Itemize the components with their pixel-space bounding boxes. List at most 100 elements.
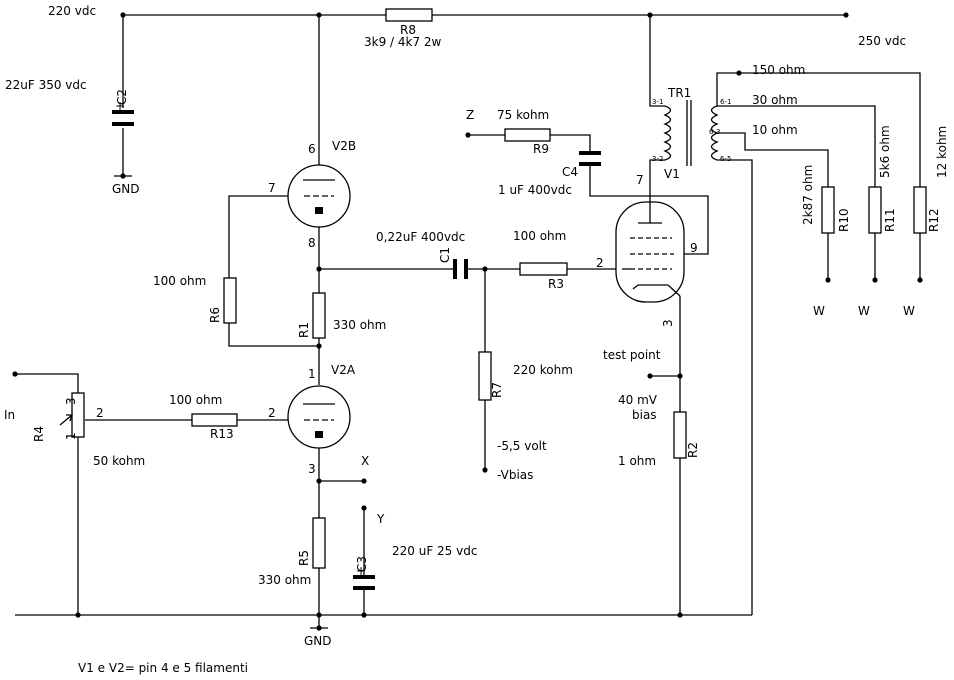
- r12-node-w: W: [903, 304, 915, 318]
- r2-value: 1 ohm: [618, 454, 656, 468]
- gnd-bottom-label: GND: [304, 634, 332, 648]
- resistor-r1: [312, 292, 326, 339]
- v2a-pin2: 2: [268, 406, 276, 420]
- r7-ref: R7: [490, 382, 504, 398]
- bias-label: -Vbias: [497, 468, 533, 482]
- c2-ref: C2: [115, 89, 129, 105]
- c1-ref: C1: [438, 247, 452, 263]
- r5-ref: R5: [297, 550, 311, 566]
- wires: [15, 14, 921, 628]
- tr1-s3: 6-3: [709, 128, 720, 136]
- resistor-r8: [385, 8, 433, 22]
- r6-value: 100 ohm: [153, 274, 206, 288]
- r11-value: 5k6 ohm: [878, 125, 892, 178]
- node-x: X: [361, 454, 369, 468]
- v1-pin2: 2: [596, 256, 604, 270]
- resistor-r6: [223, 277, 237, 324]
- capacitor-c2: [112, 110, 134, 126]
- r5-value: 330 ohm: [258, 573, 311, 587]
- test-point-label: test point: [603, 348, 661, 362]
- potentiometer-r4: [59, 392, 85, 438]
- r7-value: 220 kohm: [513, 363, 573, 377]
- v2a-ref: V2A: [331, 363, 356, 377]
- resistor-r9: [504, 128, 551, 142]
- c1-value: 0,22uF 400vdc: [376, 230, 465, 244]
- r12-ref: R12: [927, 208, 941, 232]
- tr1-s1: 6-1: [720, 98, 731, 106]
- r10-ref: R10: [837, 208, 851, 232]
- filament-note: V1 e V2= pin 4 e 5 filamenti: [78, 661, 248, 675]
- r4-value: 50 kohm: [93, 454, 145, 468]
- r11-ref: R11: [883, 208, 897, 232]
- r9-value: 75 kohm: [497, 108, 549, 122]
- r9-ref: R9: [533, 142, 549, 156]
- r8-value: 3k9 / 4k7 2w: [364, 35, 442, 49]
- tube-v1: [615, 196, 685, 303]
- v2a-pin1: 1: [308, 367, 316, 381]
- c4-ref: C4: [562, 165, 578, 179]
- v2b-pin6: 6: [308, 142, 316, 156]
- r8-ref: R8: [400, 23, 416, 37]
- r1-ref: R1: [297, 322, 311, 338]
- node-y: Y: [376, 512, 385, 526]
- capacitor-c1: [453, 259, 468, 279]
- resistor-r11: [868, 186, 882, 234]
- v2b-pin7: 7: [268, 181, 276, 195]
- tr1-p2: 3-2: [652, 155, 663, 163]
- supply-250-label: 250 vdc: [858, 34, 906, 48]
- r11-node-w: W: [858, 304, 870, 318]
- tr1-s5: 6-5: [720, 155, 731, 163]
- r4-pin3: 3: [64, 397, 78, 405]
- r3-value: 100 ohm: [513, 229, 566, 243]
- bias-mv-label: 40 mV: [618, 393, 658, 407]
- c2-plus: +: [115, 99, 125, 113]
- r13-ref: R13: [210, 427, 234, 441]
- v2a-pin3: 3: [308, 462, 316, 476]
- v1-pin9: 9: [690, 241, 698, 255]
- gnd-top-label: GND: [112, 182, 140, 196]
- v1-pin3: 3: [661, 319, 675, 327]
- v1-pin7: 7: [636, 173, 644, 187]
- node-z: Z: [466, 108, 474, 122]
- resistor-r12: [913, 186, 927, 234]
- tap-150-label: 150 ohm: [752, 63, 805, 77]
- r1-value: 330 ohm: [333, 318, 386, 332]
- junction-dots: [12, 12, 923, 631]
- r10-value: 2k87 ohm: [801, 165, 815, 225]
- r4-ref: R4: [32, 426, 46, 442]
- labels: 220 vdc 250 vdc 22uF 350 vdc GND GND C2 …: [4, 4, 949, 675]
- r2-ref: R2: [686, 442, 700, 458]
- r6-ref: R6: [208, 307, 222, 323]
- c3-ref: C3: [355, 556, 369, 572]
- supply-220-label: 220 vdc: [48, 4, 96, 18]
- tr1-p1: 3-1: [652, 98, 663, 106]
- transformer-tr1: [663, 100, 719, 166]
- c3-plus: +: [356, 564, 366, 578]
- resistor-r10: [821, 186, 835, 234]
- tube-v2a: [287, 385, 351, 449]
- tr1-ref: TR1: [667, 86, 691, 100]
- r4-pin2: 2: [96, 406, 104, 420]
- resistor-r13: [191, 413, 238, 427]
- tap-30-label: 30 ohm: [752, 93, 798, 107]
- v1-ref: V1: [664, 167, 680, 181]
- r13-value: 100 ohm: [169, 393, 222, 407]
- resistor-r3: [519, 262, 568, 276]
- r12-value: 12 kohm: [935, 126, 949, 178]
- resistor-r2: [673, 411, 687, 459]
- bias-word-label: bias: [632, 408, 657, 422]
- c3-value: 220 uF 25 vdc: [392, 544, 477, 558]
- capacitor-c4: [579, 151, 601, 166]
- tube-v2b: [287, 164, 351, 228]
- bias-volt: -5,5 volt: [497, 439, 547, 453]
- r3-ref: R3: [548, 277, 564, 291]
- c2-rating-label: 22uF 350 vdc: [5, 78, 87, 92]
- resistor-r7: [478, 351, 492, 401]
- v2b-pin8: 8: [308, 236, 316, 250]
- c4-value: 1 uF 400vdc: [498, 183, 572, 197]
- v2b-ref: V2B: [332, 139, 356, 153]
- r10-node-w: W: [813, 304, 825, 318]
- tap-10-label: 10 ohm: [752, 123, 798, 137]
- resistor-r5: [312, 517, 326, 569]
